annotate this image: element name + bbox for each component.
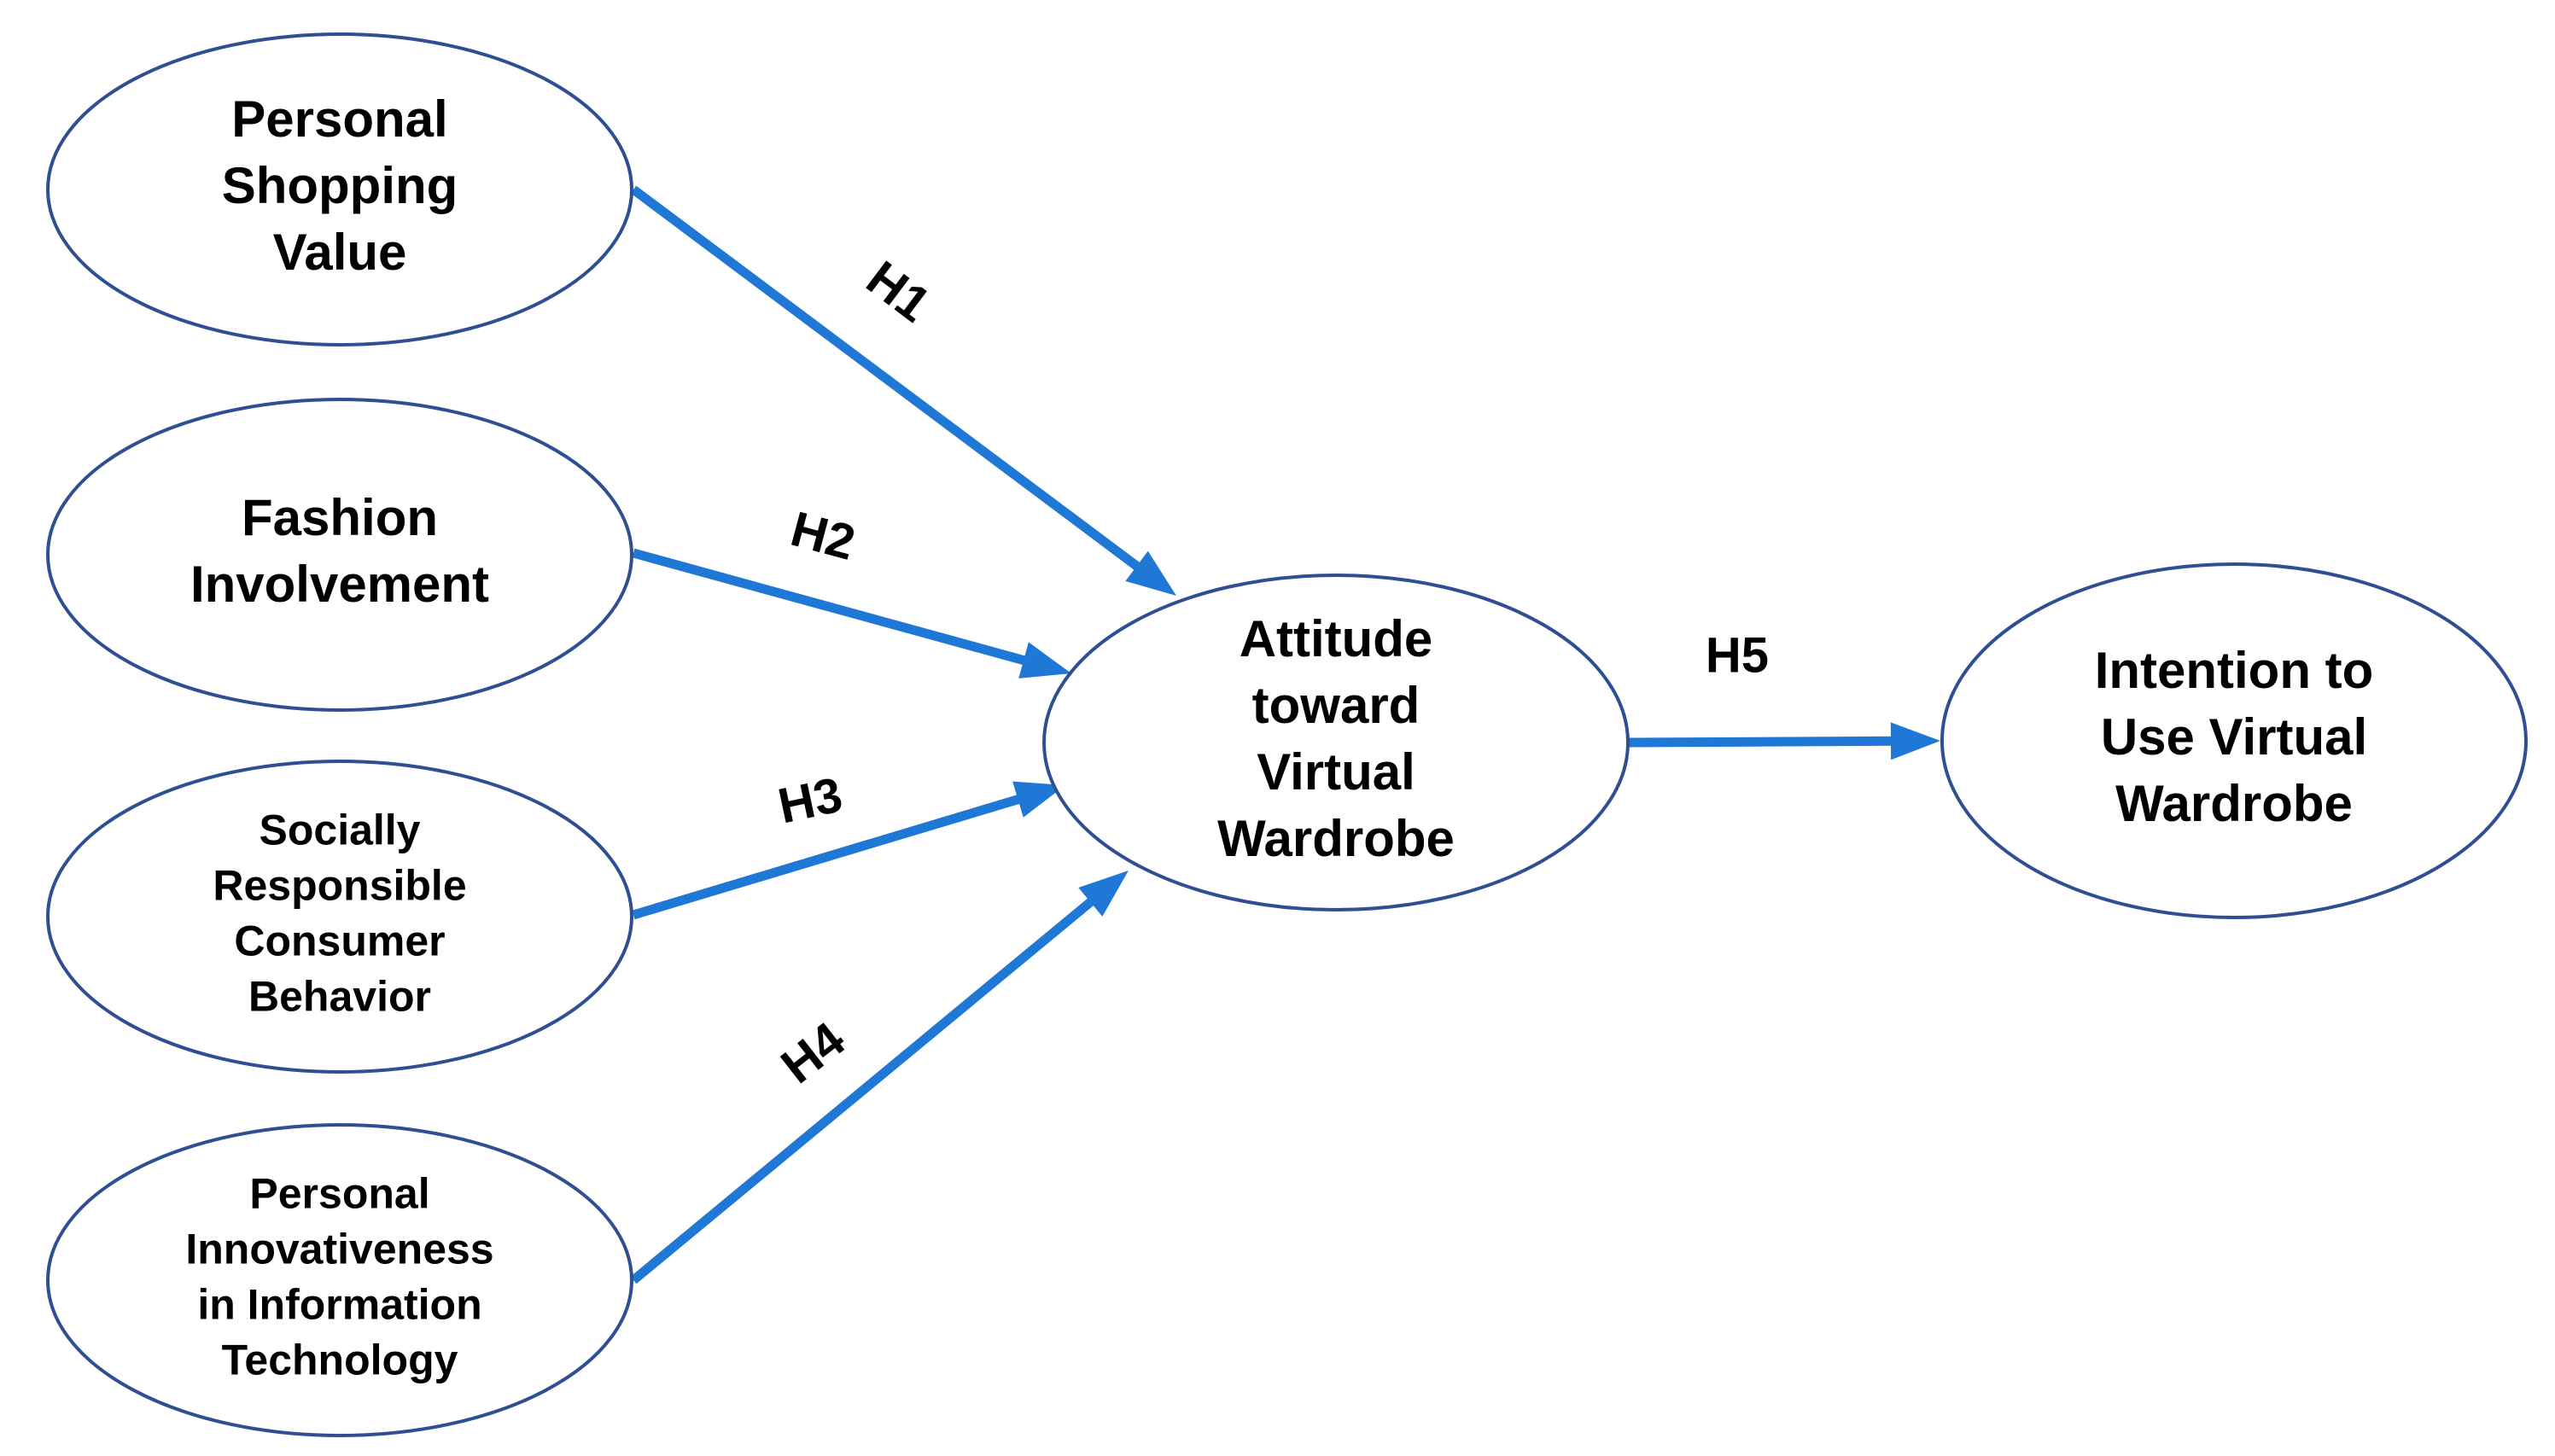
node-label-line: Value	[273, 224, 407, 281]
node-label-line: Personal	[231, 90, 447, 148]
arrowhead-icon	[1012, 781, 1065, 818]
edge-h1	[630, 185, 1176, 596]
node-label-line: Technology	[222, 1337, 458, 1384]
node-label-line: Personal	[249, 1170, 429, 1218]
arrowhead-icon	[1078, 871, 1129, 917]
node-label-line: Intention to	[2095, 642, 2374, 699]
node-label-line: Attitude	[1240, 610, 1433, 667]
nodes-layer: PersonalShoppingValueFashionInvolvementS…	[46, 32, 2528, 1437]
edge-line-h5	[1628, 736, 1893, 748]
edge-h2	[632, 548, 1071, 678]
node-ellipse	[46, 1123, 633, 1437]
node-label-line: Fashion	[242, 489, 438, 546]
edge-line-h4	[630, 897, 1095, 1284]
node-label-line: toward	[1252, 677, 1420, 734]
arrowhead-icon	[1890, 722, 1940, 760]
node-ellipse	[1042, 574, 1630, 911]
node-label-line: Shopping	[222, 157, 458, 214]
arrowhead-icon	[1018, 642, 1071, 678]
node-ellipse	[46, 398, 633, 712]
edges-layer	[630, 185, 1940, 1284]
node-label-line: Responsible	[213, 862, 466, 910]
edge-line-h1	[630, 185, 1141, 571]
node-label-line: in Information	[197, 1281, 481, 1329]
node-label-line: Consumer	[234, 917, 445, 965]
arrowhead-icon	[1125, 550, 1176, 596]
node-label-line: Involvement	[190, 556, 489, 613]
node-label-line: Behavior	[248, 973, 431, 1021]
node-label-line: Wardrobe	[1217, 810, 1455, 867]
edge-h3	[632, 781, 1065, 920]
node-label-line: Wardrobe	[2115, 775, 2353, 832]
node-ellipse	[1940, 562, 2528, 919]
node-label-line: Innovativeness	[185, 1226, 493, 1273]
node-ellipse	[46, 32, 633, 347]
edge-h4	[630, 871, 1129, 1284]
node-label-line: Socially	[260, 807, 421, 854]
node-label-line: Virtual	[1257, 743, 1415, 801]
edge-label-h5: H5	[1706, 627, 1769, 683]
edge-line-h3	[632, 794, 1021, 920]
edge-h5	[1628, 722, 1940, 760]
node-ellipse	[46, 760, 633, 1074]
edge-line-h2	[632, 548, 1027, 666]
node-label-line: Use Virtual	[2101, 708, 2367, 766]
edge-label-h3: H3	[773, 766, 847, 834]
